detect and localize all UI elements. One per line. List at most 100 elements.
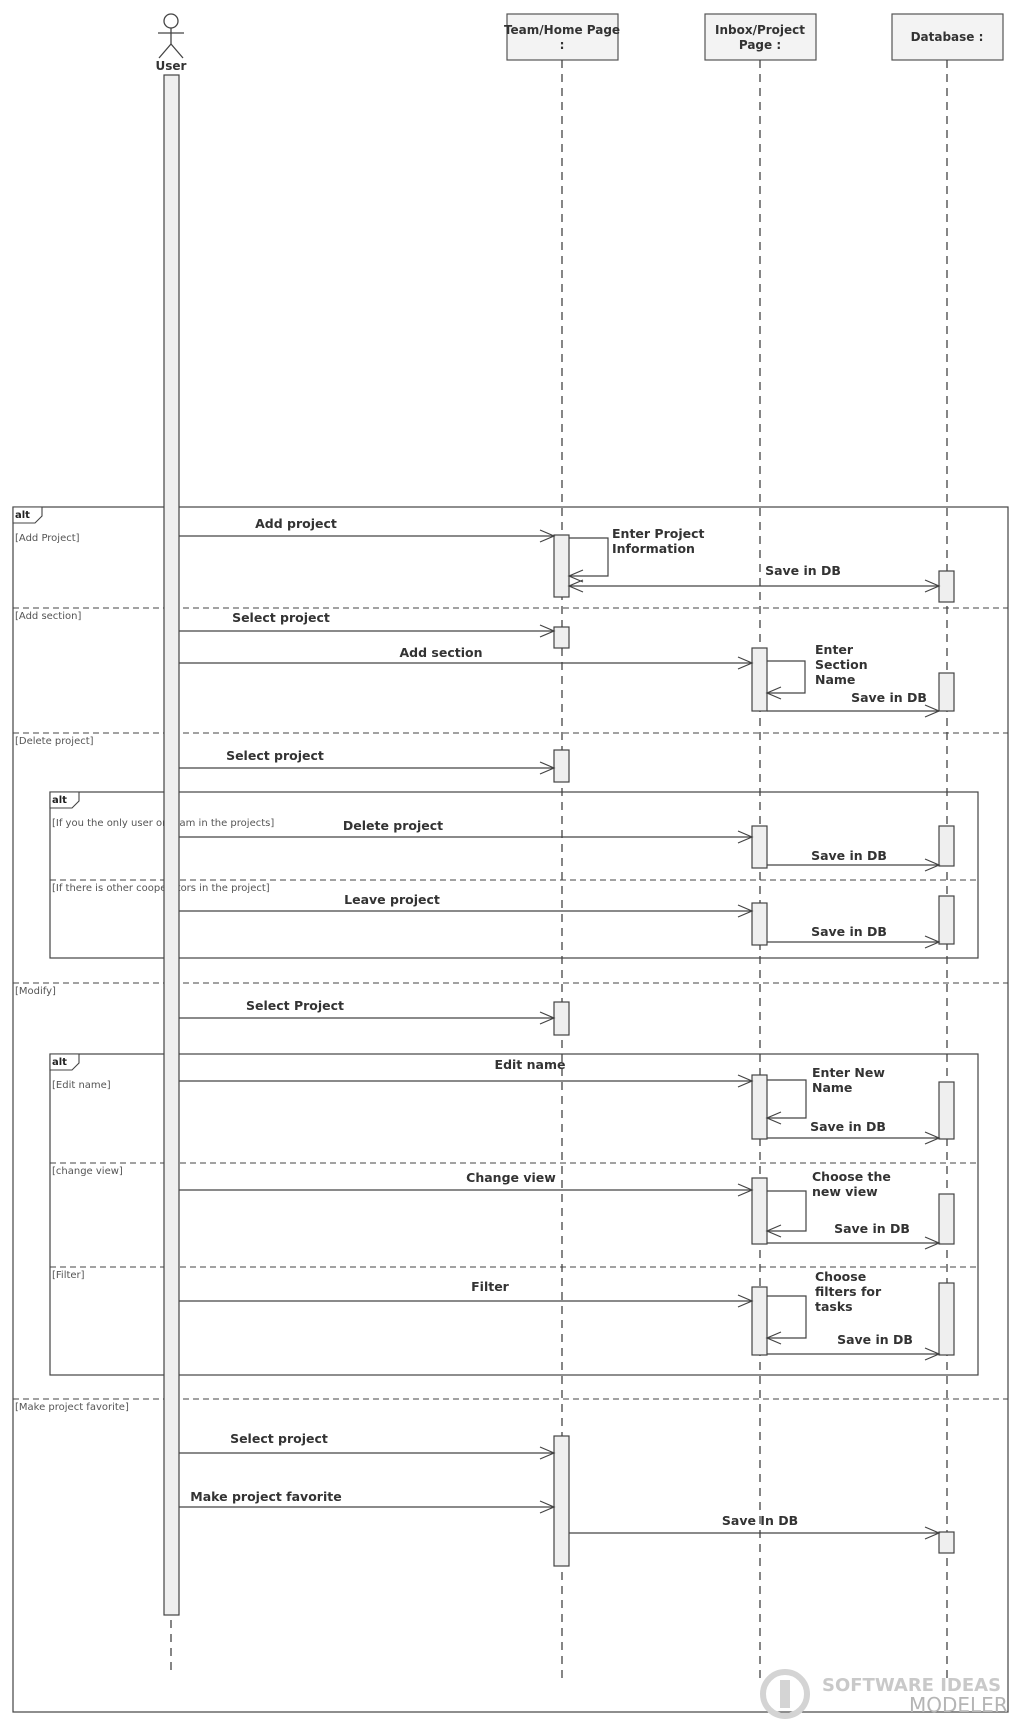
guard-add-project: [Add Project]: [15, 533, 80, 544]
message-select-project-2[interactable]: Select project: [179, 748, 556, 775]
message-save-in-db-5[interactable]: Save in DB: [767, 1119, 941, 1145]
guard-only-user: [If you the only user or team in the pro…: [52, 818, 274, 829]
guard-change-view: [change view]: [52, 1166, 123, 1177]
message-make-project-favorite[interactable]: Make project favorite: [179, 1489, 556, 1514]
message-label: Select project: [230, 1431, 328, 1446]
message-enter-project-info[interactable]: Enter Project Information: [567, 526, 709, 583]
message-label: Change view: [466, 1170, 556, 1185]
lifeline-subtitle-team: :: [560, 38, 565, 52]
actor-user[interactable]: User: [156, 13, 187, 73]
message-choose-filters[interactable]: Choose filters for tasks: [765, 1269, 886, 1345]
message-enter-section-name[interactable]: Enter Section Name: [765, 642, 872, 700]
message-label: Save In DB: [722, 1513, 798, 1528]
message-select-project-1[interactable]: Select project: [179, 610, 556, 638]
message-save-in-db-2[interactable]: Save in DB: [767, 690, 941, 718]
software-ideas-watermark: SOFTWARE IDEAS MODELER: [760, 1669, 1008, 1719]
message-label: Enter Project Information: [612, 526, 709, 556]
guard-edit-name: [Edit name]: [52, 1080, 111, 1091]
actor-leg-right: [170, 43, 184, 59]
message-add-section[interactable]: Add section: [179, 645, 754, 670]
message-enter-new-name[interactable]: Enter New Name: [765, 1065, 889, 1125]
activation-team-2: [553, 626, 570, 649]
activation-team-3: [553, 749, 570, 783]
lifeline-header-inbox[interactable]: Inbox/Project Page :: [704, 13, 817, 61]
guard-add-section: [Add section]: [15, 611, 81, 622]
message-label: Enter New Name: [812, 1065, 889, 1095]
actor-name: User: [156, 59, 187, 73]
lifeline-header-team[interactable]: Team/Home Page :: [504, 13, 620, 61]
activation-db-7: [938, 1282, 955, 1356]
message-label: Save in DB: [811, 848, 887, 863]
message-label: Select Project: [246, 998, 344, 1013]
watermark-logo-icon: [760, 1669, 810, 1719]
lifeline-box-inbox: [704, 13, 817, 61]
message-choose-new-view[interactable]: Choose the new view: [765, 1169, 895, 1238]
message-label: Edit name: [495, 1057, 566, 1072]
guard-delete-project: [Delete project]: [15, 736, 94, 747]
message-save-in-db-3[interactable]: Save in DB: [767, 848, 941, 872]
message-select-project-4[interactable]: Select project: [179, 1431, 556, 1460]
message-change-view[interactable]: Change view: [179, 1170, 754, 1197]
activation-team-5: [553, 1435, 570, 1567]
message-save-in-db-7[interactable]: Save in DB: [767, 1332, 941, 1361]
inner-frame-1-tab: [49, 791, 80, 809]
inner-frame-1-operator: alt: [52, 795, 67, 806]
message-leave-project[interactable]: Leave project: [179, 892, 754, 918]
message-delete-project[interactable]: Delete project: [179, 818, 754, 844]
lifeline-title-inbox: Inbox/Project: [715, 23, 805, 37]
lifeline-header-db[interactable]: Database :: [891, 13, 1004, 61]
inner-alt-frame-modify: alt [Edit name] [change view] [Filter]: [49, 1053, 979, 1376]
activation-db-5: [938, 1081, 955, 1140]
activation-inbox-3: [751, 902, 768, 946]
message-save-in-db-6[interactable]: Save in DB: [767, 1221, 941, 1250]
activation-inbox-4: [751, 1074, 768, 1140]
actor-head: [163, 13, 179, 29]
guard-modify: [Modify]: [15, 986, 56, 997]
message-label: Add section: [400, 645, 483, 660]
watermark-line2: MODELER: [909, 1693, 1008, 1717]
message-select-project-3[interactable]: Select Project: [179, 998, 556, 1025]
guard-other-cooperators: [If there is other cooperators in the pr…: [52, 883, 270, 894]
outer-frame-operator: alt: [15, 510, 30, 521]
message-label: Enter Section Name: [815, 642, 872, 687]
message-save-in-db-8[interactable]: Save In DB: [569, 1513, 941, 1540]
lifeline-box-team: [506, 13, 619, 61]
outer-alt-frame: alt [Add Project] [Add section] [Delete …: [12, 506, 1009, 1713]
message-label: Choose filters for tasks: [815, 1269, 886, 1314]
activation-db-8: [938, 1531, 955, 1554]
guard-filter: [Filter]: [52, 1270, 85, 1281]
activation-db-6: [938, 1193, 955, 1245]
message-label: Save in DB: [834, 1221, 910, 1236]
message-save-in-db-4[interactable]: Save in DB: [767, 924, 941, 949]
inner-frame-2-border: [49, 1053, 979, 1376]
message-label: Choose the new view: [812, 1169, 895, 1199]
inner-frame-2-tab: [49, 1053, 80, 1071]
activation-inbox-1: [751, 647, 768, 712]
activation-db-4: [938, 895, 955, 945]
message-edit-name[interactable]: Edit name: [179, 1057, 754, 1088]
message-label: Save in DB: [851, 690, 927, 705]
message-filter[interactable]: Filter: [179, 1279, 754, 1308]
watermark-line1: SOFTWARE IDEAS: [822, 1675, 1001, 1696]
message-label: Add project: [255, 516, 337, 531]
lifeline-box-db: [891, 13, 1004, 61]
message-label: Make project favorite: [190, 1489, 341, 1504]
outer-frame-tab: [12, 506, 43, 524]
message-label: Delete project: [343, 818, 443, 833]
inner-frame-2-operator: alt: [52, 1057, 67, 1068]
message-add-project[interactable]: Add project: [179, 516, 556, 543]
activation-inbox-2: [751, 825, 768, 869]
message-save-in-db-1[interactable]: Save in DB: [567, 563, 941, 593]
activation-db-2: [938, 672, 955, 712]
activation-inbox-5: [751, 1177, 768, 1245]
lifeline-subtitle-inbox: Page :: [739, 38, 781, 52]
activation-team-1: [553, 534, 570, 598]
message-label: Select project: [226, 748, 324, 763]
message-label: Save in DB: [765, 563, 841, 578]
inner-frame-1-border: [49, 791, 979, 959]
message-label: Save in DB: [810, 1119, 886, 1134]
actor-leg-left: [158, 43, 172, 59]
message-label: Select project: [232, 610, 330, 625]
activation-user: [163, 74, 180, 1616]
